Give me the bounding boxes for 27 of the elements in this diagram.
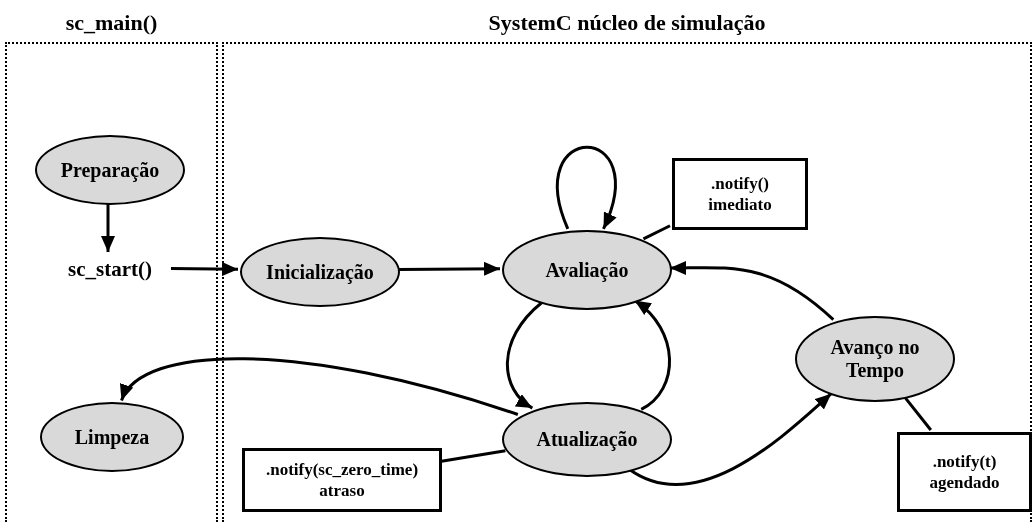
note-box [242, 448, 442, 512]
state-label: Preparação [60, 158, 160, 182]
note-text: atraso [319, 480, 365, 502]
panel-heading: sc_main() [64, 9, 159, 37]
note-text: .notify(sc_zero_time) [265, 458, 419, 480]
arrow [670, 260, 835, 321]
function-label: sc_start() [47, 254, 173, 286]
arrow [628, 392, 833, 486]
note-box [672, 158, 808, 230]
arrow [633, 299, 671, 411]
arrow [120, 357, 519, 416]
note-text: agendado [929, 472, 1000, 494]
arrow [171, 262, 239, 277]
state-label: Atualização [536, 428, 638, 451]
state-label: Avanço no Tempo [829, 336, 921, 382]
state-label: Inicialização [266, 260, 374, 284]
note-box [897, 432, 1032, 512]
arrow [101, 203, 115, 252]
note-text: .notify() [710, 172, 770, 194]
panel-heading: SystemC núcleo de simulação [487, 9, 767, 37]
note-text: .notify(t) [932, 450, 997, 472]
note-text: imediato [708, 194, 772, 216]
arrow [505, 301, 543, 410]
connector-line [642, 224, 671, 241]
state-label: Avaliação [545, 258, 629, 282]
state-label: Limpeza [74, 425, 150, 449]
arrow [556, 145, 617, 230]
